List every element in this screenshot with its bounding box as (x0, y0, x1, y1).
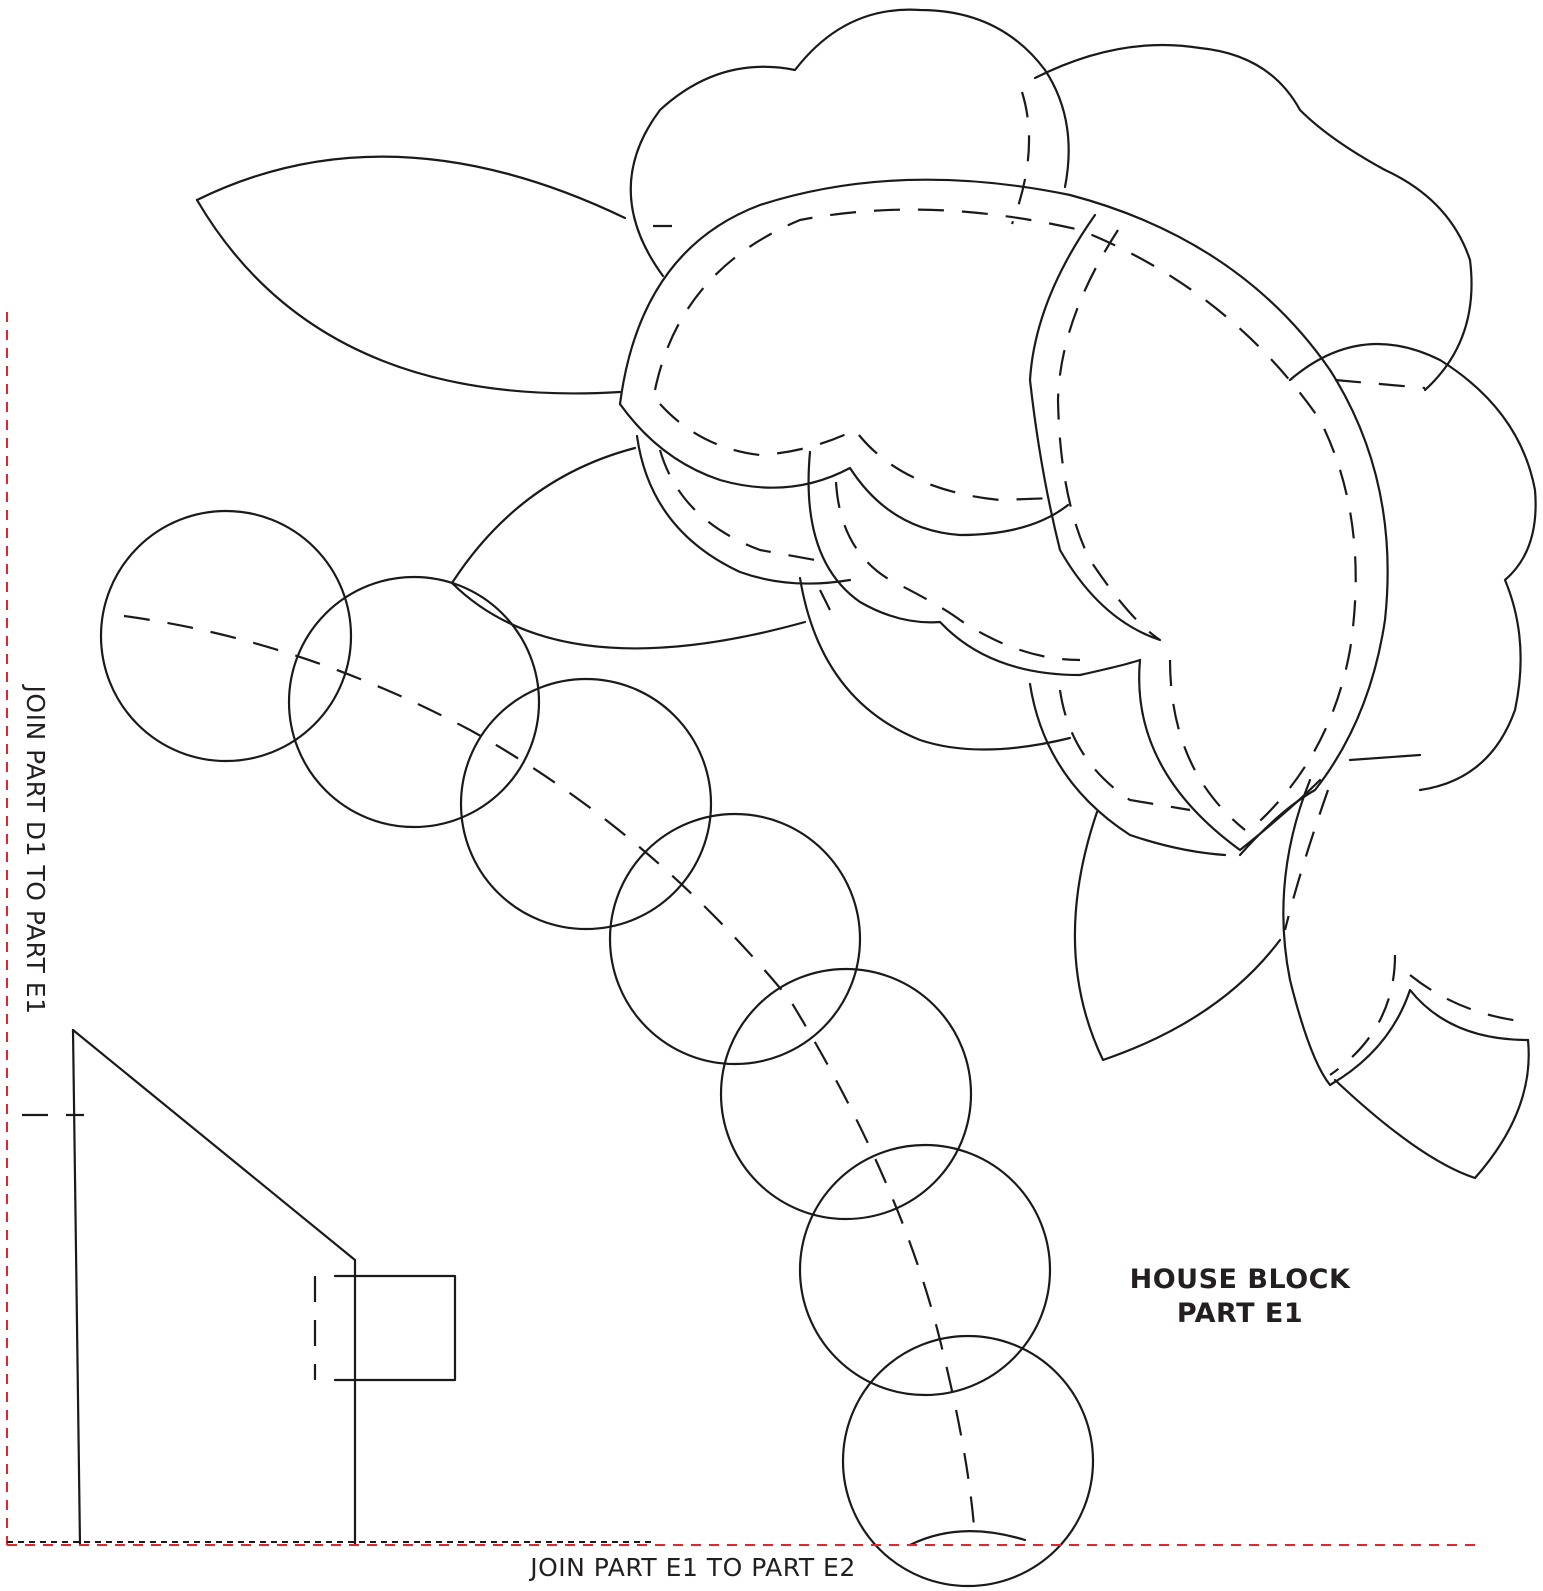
leaf-middle (450, 446, 807, 650)
house-roof-wall (22, 1028, 357, 1547)
block-title-line1: HOUSE BLOCK (1129, 1264, 1351, 1295)
leaf-lower-right (1073, 810, 1282, 1062)
stem-seam (123, 614, 977, 1541)
flower-main (618, 178, 1530, 1087)
flower-back-petals (629, 8, 1537, 931)
block-title: HOUSE BLOCK PART E1 (1090, 1263, 1390, 1331)
block-title-line2: PART E1 (1176, 1298, 1304, 1329)
bottom-join-label: JOIN PART E1 TO PART E2 (530, 1553, 856, 1582)
left-join-label: JOIN PART D1 TO PART E1 (21, 685, 50, 1015)
stem-circles (99, 509, 1095, 1588)
leaf-top-left (195, 155, 627, 395)
leaf-bottom-right (1333, 1038, 1530, 1180)
house-window (313, 1274, 457, 1382)
